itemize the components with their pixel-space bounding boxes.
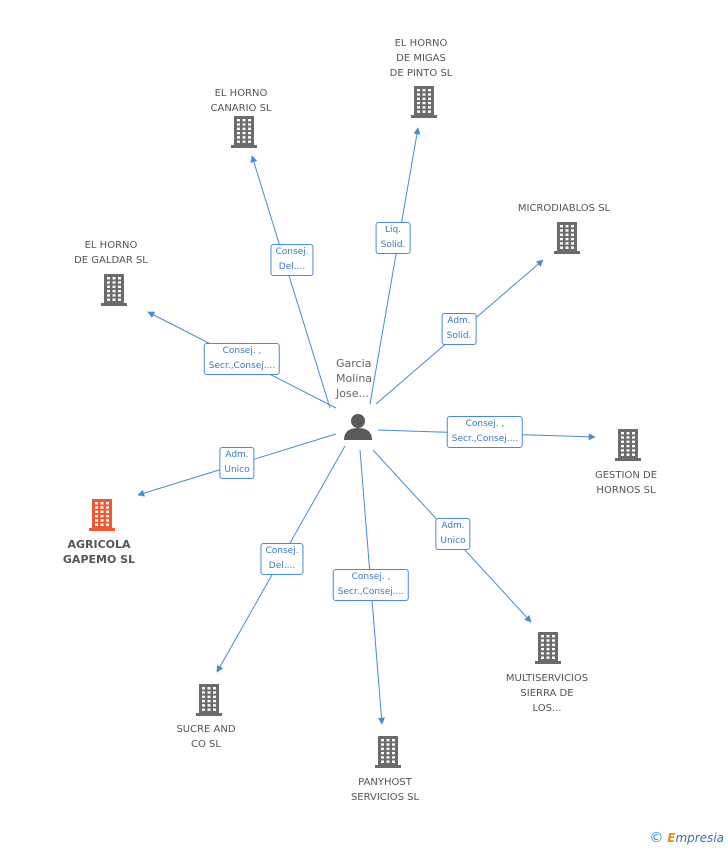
company-label-sucre[interactable]: SUCRE AND CO SL <box>176 724 236 750</box>
edge-label-horno-migas[interactable]: Liq. Solid. <box>375 222 411 254</box>
building-icon-horno-migas[interactable] <box>411 86 437 118</box>
building-icon-sucre[interactable] <box>196 684 222 716</box>
edge-label-horno-galdar[interactable]: Consej. , Secr.,Consej.... <box>203 343 281 375</box>
edge-label-horno-canario[interactable]: Consej. Del.... <box>270 244 314 276</box>
edge-label-multiservicios[interactable]: Adm. Unico <box>435 518 471 550</box>
edge-line-horno-canario <box>250 155 331 409</box>
person-icon[interactable] <box>344 414 372 440</box>
company-label-panyhost[interactable]: PANYHOST SERVICIOS SL <box>350 777 420 803</box>
company-label-horno-galdar[interactable]: EL HORNO DE GALDAR SL <box>74 240 148 266</box>
building-icon-microdiablos[interactable] <box>554 222 580 254</box>
company-label-microdiablos[interactable]: MICRODIABLOS SL <box>517 203 611 214</box>
center-person-label[interactable]: Garcia Molina Jose... <box>336 357 373 400</box>
building-icon-agricola[interactable] <box>89 499 115 531</box>
edge-label-panyhost[interactable]: Consej. , Secr.,Consej.... <box>332 569 410 601</box>
footer-brand: © Empresia <box>649 830 724 846</box>
edge-label-sucre[interactable]: Consej. Del.... <box>260 543 304 575</box>
copyright-icon: © <box>649 830 664 846</box>
building-icon-horno-galdar[interactable] <box>101 274 127 306</box>
company-label-horno-canario[interactable]: EL HORNO CANARIO SL <box>210 88 272 114</box>
company-label-gestion-hornos[interactable]: GESTION DE HORNOS SL <box>594 470 658 496</box>
edge-label-gestion-hornos[interactable]: Consej. , Secr.,Consej.... <box>446 416 524 448</box>
building-icon-multiservicios[interactable] <box>535 632 561 664</box>
building-icon-horno-canario[interactable] <box>231 116 257 148</box>
edge-line-horno-migas <box>369 127 421 405</box>
company-label-horno-migas[interactable]: EL HORNO DE MIGAS DE PINTO SL <box>389 38 453 79</box>
company-label-multiservicios[interactable]: MULTISERVICIOS SIERRA DE LOS... <box>505 673 589 714</box>
building-icon-gestion-hornos[interactable] <box>615 429 641 461</box>
building-icon-panyhost[interactable] <box>375 736 401 768</box>
edge-label-microdiablos[interactable]: Adm. Solid. <box>441 313 477 345</box>
company-label-agricola[interactable]: AGRICOLA GAPEMO SL <box>62 538 136 566</box>
edge-label-agricola[interactable]: Adm. Unico <box>219 447 255 479</box>
brand-logo: Empresia <box>667 831 724 845</box>
